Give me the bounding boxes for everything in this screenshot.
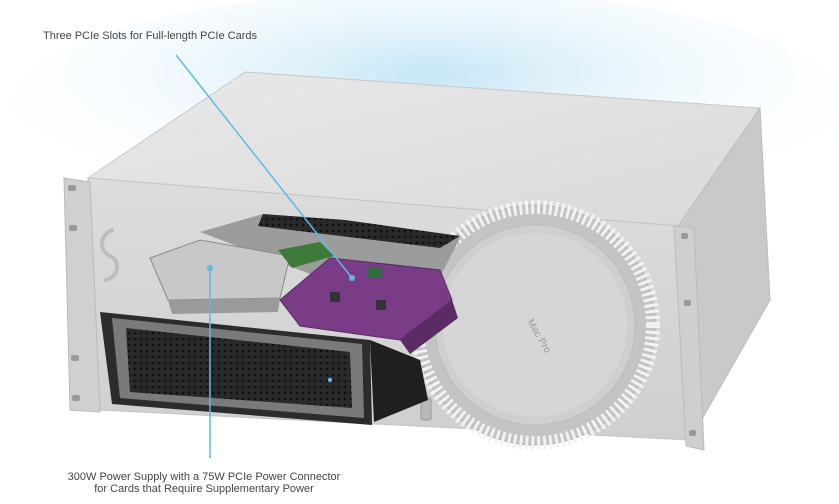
rack-ear-right	[673, 225, 705, 451]
leader-dot-psu	[207, 265, 213, 271]
leader-dot-pcie	[349, 275, 355, 281]
psu-front-panel	[100, 312, 428, 425]
rack-ear-left	[63, 177, 101, 413]
leader-line-pcie	[175, 54, 353, 279]
callout-power-supply: 300W Power Supply with a 75W PCIe Power …	[54, 471, 354, 495]
brand-logo	[100, 228, 119, 282]
callout-power-supply-line2: for Cards that Require Supplementary Pow…	[94, 483, 314, 495]
callout-pcie-slots: Three PCIe Slots for Full-length PCIe Ca…	[43, 30, 257, 42]
mac-pro-vent: Mac Pro	[410, 200, 660, 450]
callout-power-supply-line1: 300W Power Supply with a 75W PCIe Power …	[67, 471, 341, 483]
